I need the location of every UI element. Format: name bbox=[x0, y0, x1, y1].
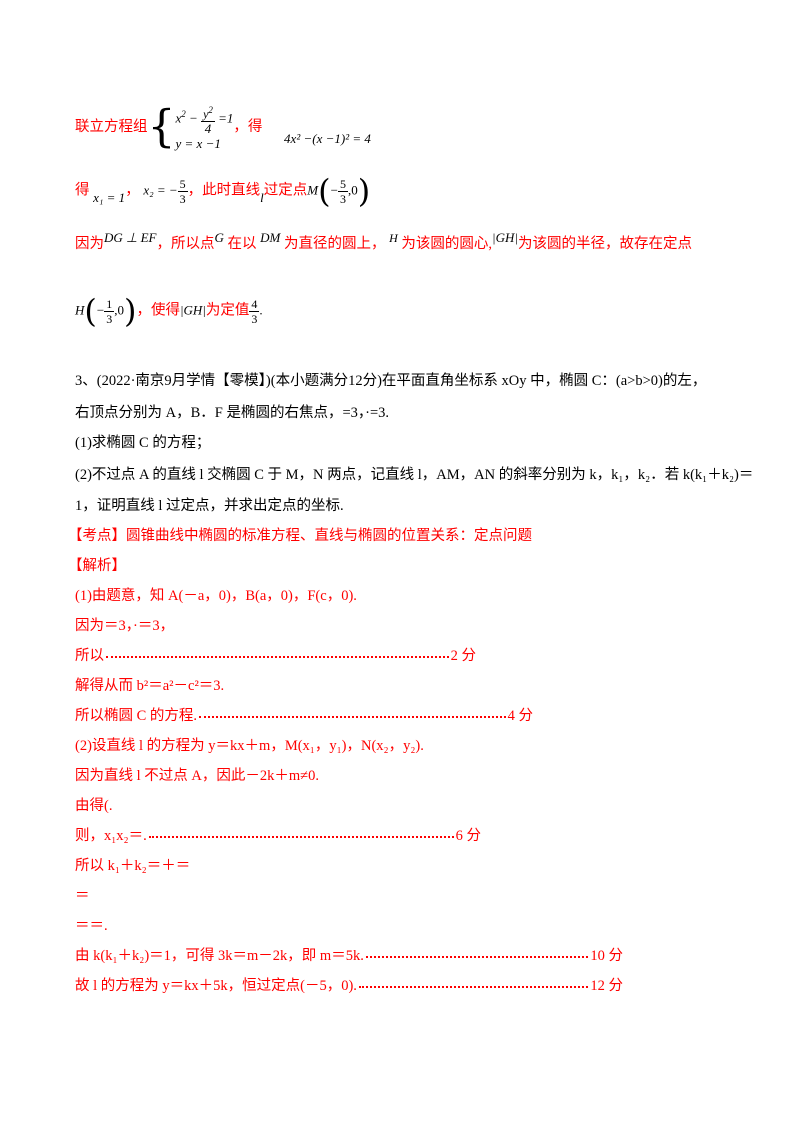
solution-text: 所以椭圆 C 的方程. bbox=[75, 708, 198, 724]
solution-line: 解得从而 b²＝a²－c²＝3. bbox=[75, 674, 224, 695]
solution-line: 由得(. bbox=[75, 794, 112, 815]
solution-text: 因为直线 l 不过点 A，因此－2k＋m≠0. bbox=[75, 768, 319, 784]
score-label: 2 分 bbox=[450, 648, 476, 664]
score-label: 4 分 bbox=[507, 708, 533, 724]
equation: 4x² −(x −1)² = 4 bbox=[284, 130, 371, 146]
solution-text: 因为＝3，·＝3， bbox=[75, 618, 175, 634]
solution-text: ＝ bbox=[75, 888, 90, 904]
kaodian-heading: 【考点】圆锥曲线中椭圆的标准方程、直线与椭圆的位置关系：定点问题 bbox=[68, 528, 532, 544]
solution-line: 所以 2 分 bbox=[75, 644, 476, 665]
solution-line: 因为直线 l 不过点 A，因此－2k＋m≠0. bbox=[75, 764, 319, 785]
solution-line: ＝＝. bbox=[75, 914, 108, 935]
score-label: 6 分 bbox=[455, 828, 481, 844]
solution-line: ＝ bbox=[75, 884, 90, 905]
problem-part-2: (2)不过点 A 的直线 l 交椭圆 C 于 M，N 两点，记直线 l，AM，A… bbox=[75, 467, 754, 483]
dotted-leader bbox=[358, 985, 589, 988]
problem-part-2-cont: 1，证明直线 l 过定点，并求出定点的坐标. bbox=[75, 498, 344, 514]
solution-line: (1)由题意，知 A(－a，0)，B(a，0)，F(c，0). bbox=[75, 584, 357, 605]
solution-text: 由 k(k₁＋k₂)＝1，可得 3k＝m－2k，即 m＝5k. bbox=[75, 948, 364, 964]
solution-line: 因为＝3，·＝3， bbox=[75, 614, 174, 635]
jiexi-heading: 【解析】 bbox=[68, 558, 126, 574]
circle-line: 因为DG ⊥ EF，所以点G 在以 DM 为直径的圆上， H 为该圆的圆心,|G… bbox=[75, 230, 692, 252]
dotted-leader bbox=[365, 955, 589, 958]
problem-part-1: (1)求椭圆 C 的方程； bbox=[75, 435, 211, 451]
problem-line-1: 3、(2022·南京9月学情【零模】)(本小题满分12分)在平面直角坐标系 xO… bbox=[75, 373, 707, 389]
solution-text: 则，x₁x₂＝. bbox=[75, 828, 147, 844]
solution-text: 由得(. bbox=[75, 798, 113, 814]
dotted-leader bbox=[199, 715, 506, 718]
solution-line: 则，x₁x₂＝. 6 分 bbox=[75, 824, 481, 845]
solution-text: ＝＝. bbox=[75, 918, 108, 934]
solution-text: (2)设直线 l 的方程为 y＝kx＋m，M(x₁，y₁)，N(x₂，y₂). bbox=[75, 738, 424, 754]
solution-line: 故 l 的方程为 y＝kx＋5k，恒过定点(－5，0). 12 分 bbox=[75, 974, 623, 995]
solution-text: 解得从而 b²＝a²－c²＝3. bbox=[75, 678, 225, 694]
solution-line: 由 k(k₁＋k₂)＝1，可得 3k＝m－2k，即 m＝5k. 10 分 bbox=[75, 944, 623, 965]
dotted-leader bbox=[106, 655, 449, 658]
score-label: 12 分 bbox=[590, 978, 623, 994]
dotted-leader bbox=[148, 835, 454, 838]
solution-text: (1)由题意，知 A(－a，0)，B(a，0)，F(c，0). bbox=[75, 588, 357, 604]
problem-line-2: 右顶点分别为 A，B．F 是椭圆的右焦点，=3，·=3. bbox=[75, 405, 390, 421]
brace: { bbox=[147, 101, 176, 153]
solution-text: 所以 bbox=[75, 648, 104, 664]
solution-line: 所以 k₁＋k₂＝＋＝ bbox=[75, 854, 190, 875]
solution-line: 所以椭圆 C 的方程. 4 分 bbox=[75, 704, 533, 725]
text: 联立方程组 bbox=[75, 118, 148, 135]
score-label: 10 分 bbox=[590, 948, 623, 964]
solution-text: 所以 k₁＋k₂＝＋＝ bbox=[75, 858, 191, 874]
solution-text: 故 l 的方程为 y＝kx＋5k，恒过定点(－5，0). bbox=[75, 978, 357, 994]
solution-line: (2)设直线 l 的方程为 y＝kx＋m，M(x₁，y₁)，N(x₂，y₂). bbox=[75, 734, 424, 755]
